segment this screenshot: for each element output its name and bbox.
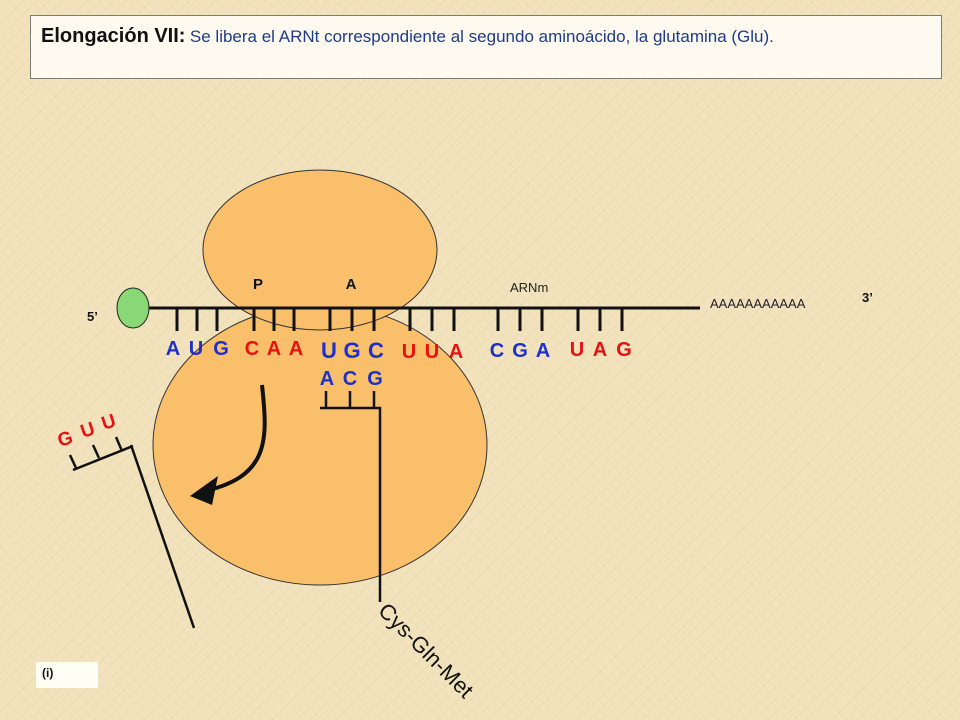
p-site-label: P xyxy=(253,276,263,293)
codon-2-base-3: A xyxy=(289,338,303,360)
release-arrow-head xyxy=(190,476,218,505)
codon-1-base-1: A xyxy=(166,338,180,360)
ribosome-large-subunit xyxy=(202,169,438,331)
codon-5-base-1: C xyxy=(490,340,504,362)
mrna-base-ticks xyxy=(175,308,624,331)
codon-1-base-3: G xyxy=(213,338,229,360)
codon-3-base-1: U xyxy=(321,338,337,363)
trna-backbone xyxy=(320,406,382,602)
five-prime-cap xyxy=(116,287,150,329)
slide-caption: (i) xyxy=(36,662,98,688)
codon-2-base-2: A xyxy=(267,338,281,360)
released-trna: G U U xyxy=(55,411,196,629)
five-prime-label: 5’ xyxy=(87,309,98,324)
anticodon-base-3: G xyxy=(367,368,383,390)
codon-4-base-2: U xyxy=(425,341,439,363)
codon-6-base-2: A xyxy=(593,339,607,361)
mrna-label: ARNm xyxy=(510,280,548,295)
peptide-chain: Cys-Gln-Met xyxy=(373,598,478,703)
released-trna-bar xyxy=(72,444,134,472)
released-trna-stem xyxy=(129,444,196,629)
codon-3-base-3: C xyxy=(368,338,384,363)
anticodon-base-1: A xyxy=(320,368,334,390)
slide-title: Elongación VII: Se libera el ARNt corres… xyxy=(41,23,931,51)
released-anticodon-base-3: U xyxy=(99,411,119,435)
released-anticodon-tick xyxy=(91,444,101,459)
release-arrow-path xyxy=(199,384,267,494)
codon-4-base-3: A xyxy=(449,341,463,363)
codon-5-base-2: G xyxy=(512,340,528,362)
codon-4-base-1: U xyxy=(402,341,416,363)
title-box: Elongación VII: Se libera el ARNt corres… xyxy=(30,15,942,79)
caption-text: (i) xyxy=(42,666,54,680)
codon-3-base-2: G xyxy=(343,338,360,363)
a-site-label: A xyxy=(346,276,357,293)
released-anticodon-tick xyxy=(68,454,78,469)
released-anticodon-base-2: U xyxy=(78,419,98,443)
three-prime-label: 3’ xyxy=(862,290,873,305)
release-arrow xyxy=(190,384,267,505)
title-description: Se libera el ARNt correspondiente al seg… xyxy=(189,27,774,46)
codon-6-base-3: G xyxy=(616,339,632,361)
codon-2-base-1: C xyxy=(245,338,259,360)
released-anticodon-base-1: G xyxy=(55,427,76,452)
poly-a-tail: AAAAAAAAAAA xyxy=(710,296,806,311)
codon-6-base-1: U xyxy=(570,339,584,361)
codon-5-base-3: A xyxy=(536,340,550,362)
codon-1-base-2: U xyxy=(189,338,203,360)
released-anticodon-tick xyxy=(114,436,124,452)
title-heading: Elongación VII: xyxy=(41,25,186,47)
mrna-codons: A U G C A A U G C U U A C G A U A G xyxy=(166,338,632,363)
anticodon-base-2: C xyxy=(343,368,357,390)
